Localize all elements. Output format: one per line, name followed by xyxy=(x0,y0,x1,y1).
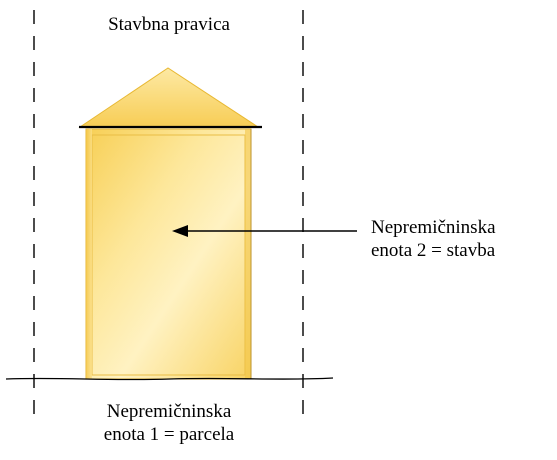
arrow-head xyxy=(172,225,188,237)
unit-two-label-line2: enota 2 = stavba xyxy=(371,240,496,261)
unit-one-label-line1: Nepremičninska xyxy=(106,401,232,422)
building-left-edge xyxy=(86,129,92,379)
unit-one-label-line2: enota 1 = parcela xyxy=(103,424,235,445)
unit-two-label-line1: Nepremičninska xyxy=(371,217,496,238)
building-body xyxy=(85,128,252,380)
ground-line xyxy=(5,377,334,381)
unit-two-label: Nepremičninska enota 2 = stavba xyxy=(371,216,496,262)
building-roof xyxy=(78,67,260,128)
building-right-label: Stavbna pravica xyxy=(108,14,230,35)
unit-one-label: Nepremičninska enota 1 = parcela xyxy=(34,400,304,446)
building-right-edge xyxy=(245,129,251,379)
